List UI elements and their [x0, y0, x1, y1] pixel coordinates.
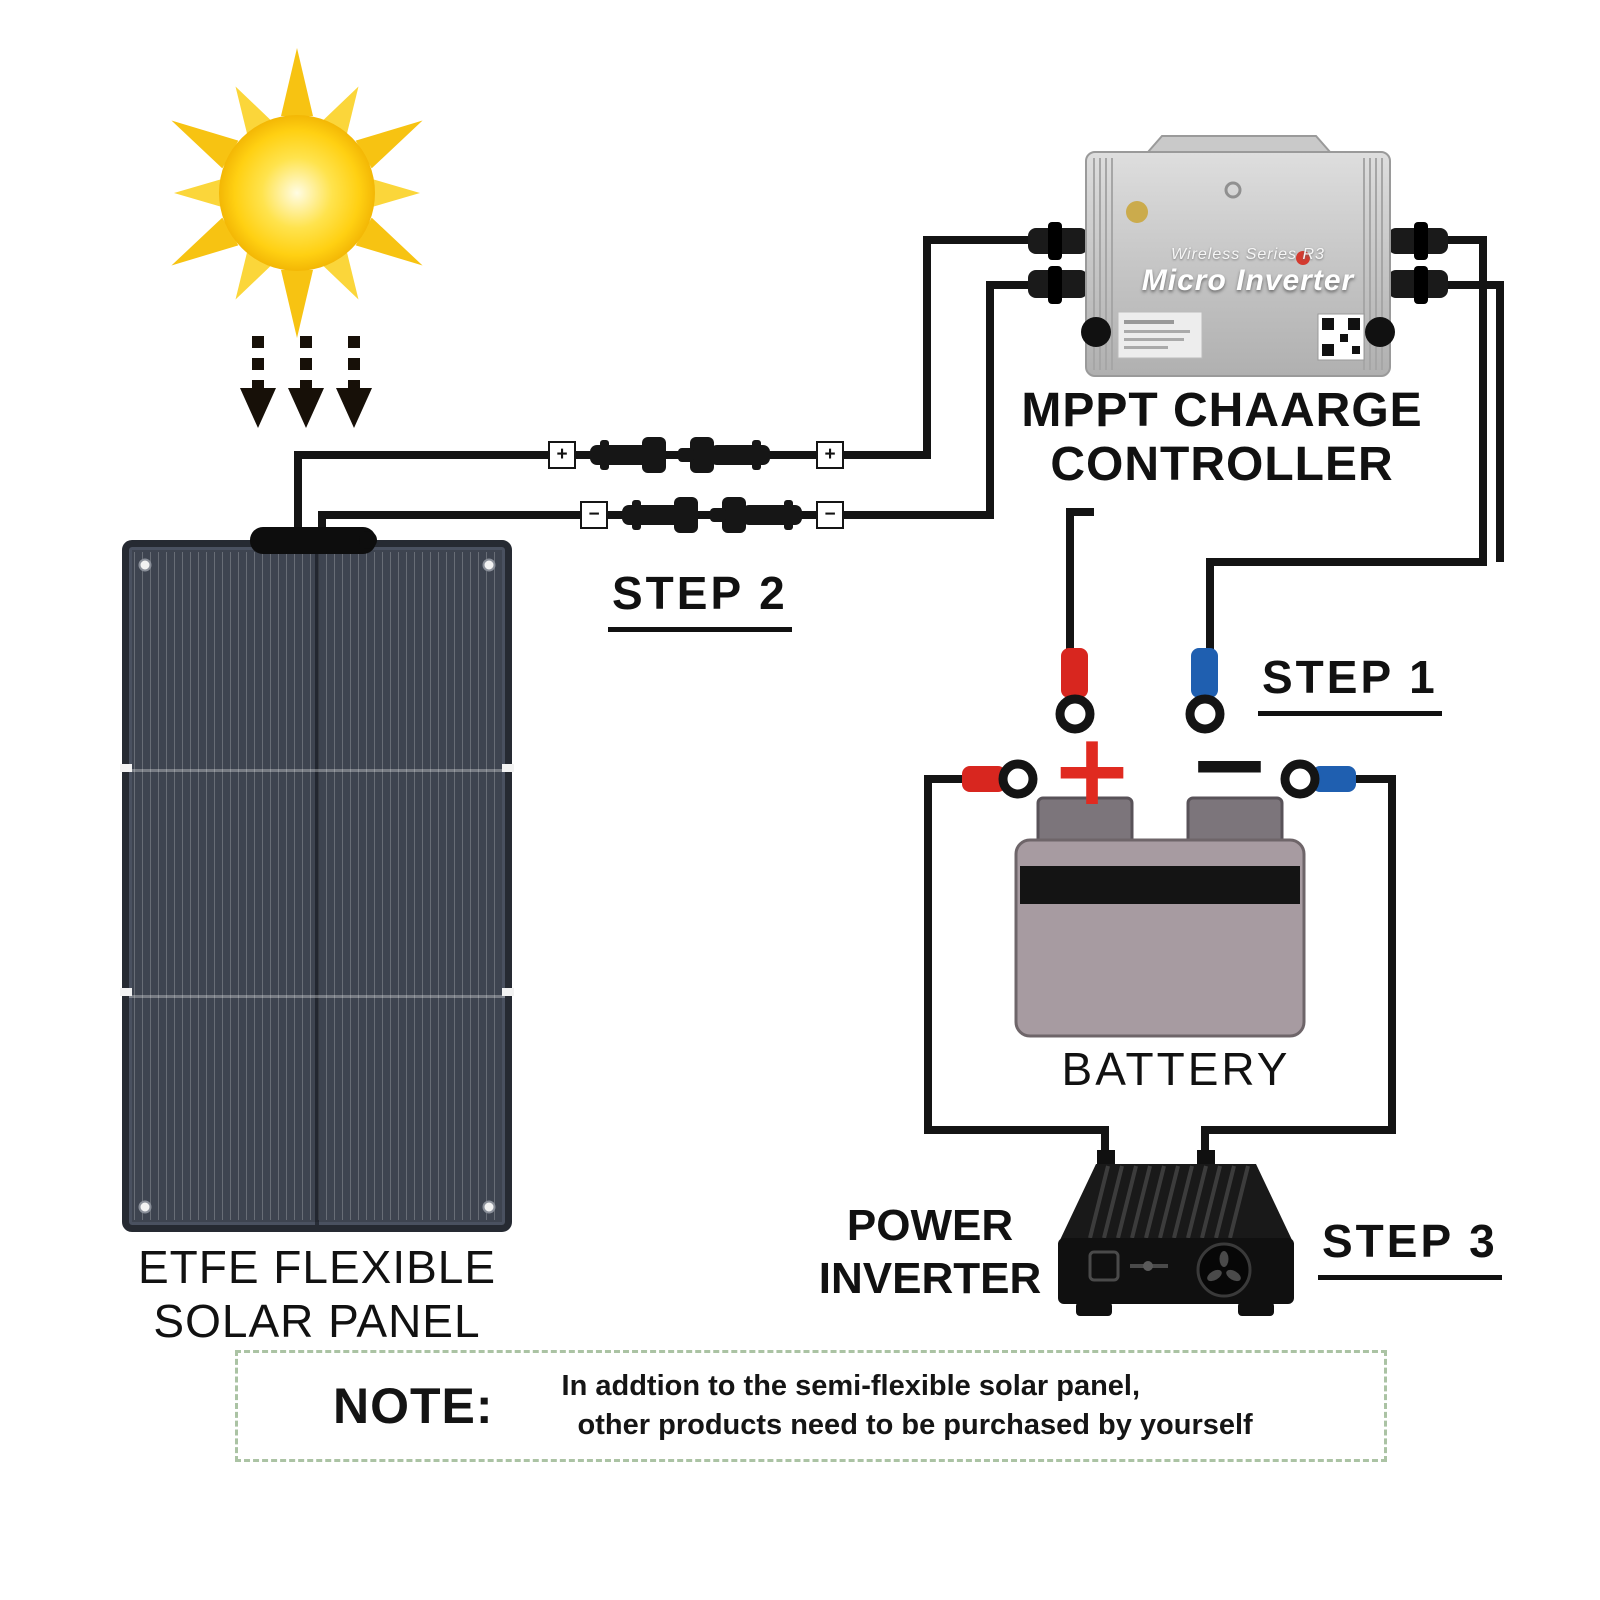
note-text: In addtion to the semi-flexible solar pa…: [561, 1369, 1253, 1441]
solar-panel-label: ETFE FLEXIBLE SOLAR PANEL: [137, 1241, 497, 1348]
status-led: [1296, 251, 1310, 265]
battery-label: BATTERY: [1061, 1043, 1291, 1095]
red-crimp-sleeve: [1061, 648, 1088, 698]
mc4-connector-pair-negative: [622, 497, 802, 533]
controller-device-title: Micro Inverter: [1141, 264, 1355, 297]
battery-illustration: [1014, 796, 1306, 1038]
display-window: [1088, 1250, 1120, 1282]
note-title: NOTE:: [333, 1378, 494, 1434]
panel-seam-2: [129, 995, 505, 998]
polarity-marker-negative: −: [816, 501, 844, 529]
step1-label: STEP 1: [1258, 650, 1442, 716]
blue-crimp-sleeve: [1191, 648, 1218, 698]
polarity-marker-negative: −: [580, 501, 608, 529]
panel-grommets: [120, 558, 514, 1214]
battery-plus-symbol: +: [1050, 711, 1134, 828]
power-inverter-device: [1058, 1150, 1294, 1316]
mppt-controller-label: MPPT CHAARGE CONTROLLER: [1021, 384, 1423, 491]
wire-battery-to-inverter-left: [924, 775, 1109, 1170]
ring-terminal-icon: [1285, 764, 1315, 794]
step2-label: STEP 2: [608, 566, 792, 632]
ring-terminal-icon: [1003, 764, 1033, 794]
cable-gland-left-icon: [1081, 317, 1111, 347]
polarity-marker-positive: +: [548, 441, 576, 469]
power-inverter-label: POWER INVERTER: [818, 1201, 1042, 1303]
brand-emblem-icon: [1126, 201, 1148, 223]
fan-grille-icon: [1196, 1242, 1252, 1298]
panel-junction-box: [250, 527, 377, 554]
solar-panel-illustration: [122, 540, 512, 1232]
wire-controller-output-2: [1440, 281, 1504, 562]
mc4-connector-pair-positive: [590, 437, 770, 473]
wire-panel-positive: [294, 236, 1042, 552]
step3-label: STEP 3: [1318, 1214, 1502, 1280]
blue-crimp-sleeve: [1312, 766, 1356, 792]
knob-icon: [1143, 1261, 1153, 1271]
controller-device-text: Wireless Series R3 Micro Inverter: [1128, 246, 1368, 298]
fan-blades-icon: [1207, 1251, 1241, 1282]
battery-minus-symbol: −: [1187, 705, 1272, 822]
mount-hole-icon: [1224, 181, 1242, 199]
controller-device-subtitle: Wireless Series R3: [1171, 246, 1325, 263]
cable-gland-right-icon: [1365, 317, 1395, 347]
spec-label: [1117, 311, 1203, 359]
red-crimp-sleeve: [962, 766, 1006, 792]
terminals: [962, 648, 1356, 794]
sun-icon: [171, 48, 423, 338]
dashed-down-arrows-icon: [240, 336, 372, 428]
panel-seam-1: [129, 769, 505, 772]
note-box: NOTE: In addtion to the semi-flexible so…: [235, 1350, 1387, 1462]
qr-code-icon: [1317, 313, 1365, 361]
polarity-marker-positive: +: [816, 441, 844, 469]
panel-center-seam: [315, 547, 319, 1225]
wire-battery-to-inverter-right: [1201, 775, 1396, 1170]
micro-inverter-device: [1028, 135, 1448, 377]
wire-to-red-terminal: [1066, 508, 1094, 656]
wire-controller-output-1: [1206, 236, 1487, 656]
